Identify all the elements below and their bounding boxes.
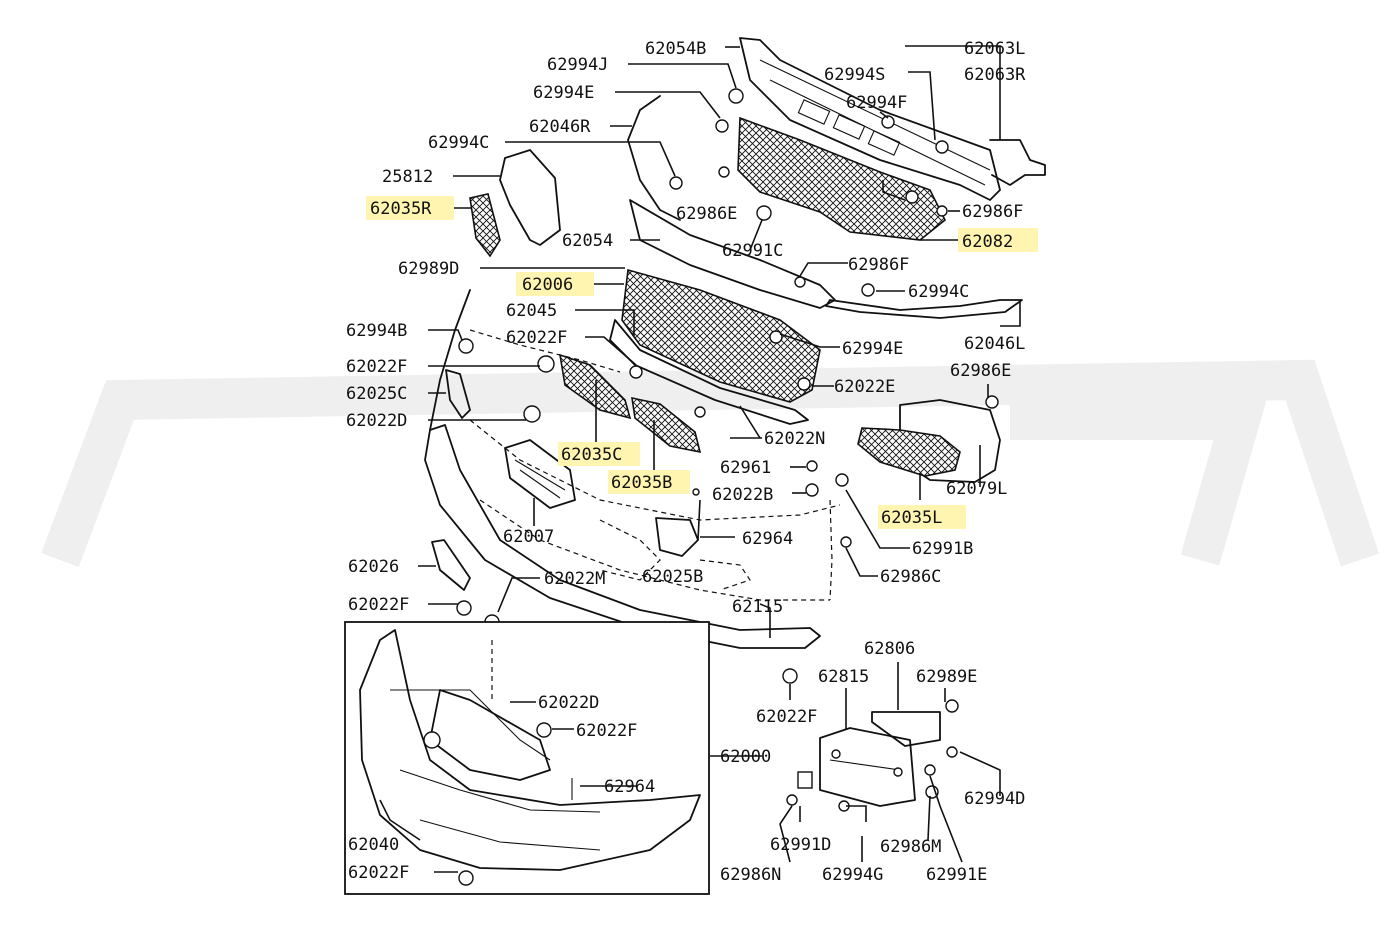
label-62994F: 62994F bbox=[846, 93, 907, 113]
label-62815: 62815 bbox=[818, 667, 869, 687]
label-62063L: 62063L bbox=[964, 39, 1025, 59]
label-62994E: 62994E bbox=[533, 83, 594, 103]
moulding-left bbox=[825, 299, 1023, 319]
label-62961: 62961 bbox=[720, 458, 771, 478]
label-62063R: 62063R bbox=[964, 65, 1026, 85]
mesh-62035L bbox=[857, 427, 961, 477]
label-62022E: 62022E bbox=[834, 377, 895, 397]
label-62026: 62026 bbox=[348, 557, 399, 577]
bumper-cover-outline bbox=[429, 289, 841, 601]
label-62986E: 62986E bbox=[676, 204, 737, 224]
label-62054B: 62054B bbox=[645, 39, 706, 59]
upper-grille-mesh bbox=[737, 116, 947, 241]
label-62964: 62964 bbox=[742, 529, 793, 549]
label-62994D: 62994D bbox=[964, 789, 1025, 809]
bracket-62025B bbox=[655, 517, 699, 557]
grille-support bbox=[629, 199, 836, 309]
label-62046L: 62046L bbox=[964, 334, 1025, 354]
reinforcement-beam bbox=[739, 37, 1046, 201]
lower-lip-62115 bbox=[424, 424, 821, 649]
label-62079L: 62079L bbox=[946, 479, 1007, 499]
label-62006: 62006 bbox=[522, 275, 573, 295]
label-62991D: 62991D bbox=[770, 835, 831, 855]
label-62991B: 62991B bbox=[912, 539, 973, 559]
label-62994S: 62994S bbox=[824, 65, 885, 85]
license-plate-bracket bbox=[786, 699, 959, 812]
watermark bbox=[41, 359, 1379, 568]
mesh-62035C bbox=[558, 353, 632, 420]
label-62994C: 62994C bbox=[428, 133, 489, 153]
label-62007: 62007 bbox=[503, 527, 554, 547]
label-62994E: 62994E bbox=[842, 339, 903, 359]
moulding-right bbox=[627, 95, 681, 221]
label-62989E: 62989E bbox=[916, 667, 977, 687]
label-62022F: 62022F bbox=[506, 328, 567, 348]
label-62986F: 62986F bbox=[848, 255, 909, 275]
label-62022F: 62022F bbox=[348, 595, 409, 615]
label-62022M: 62022M bbox=[544, 569, 605, 589]
label-62035B: 62035B bbox=[611, 473, 672, 493]
label-62994J: 62994J bbox=[547, 55, 608, 75]
leader-lines bbox=[379, 45, 1021, 873]
inset-box-62000 bbox=[344, 621, 710, 895]
label-62994C: 62994C bbox=[908, 282, 969, 302]
fasteners bbox=[456, 88, 999, 684]
label-62994B: 62994B bbox=[346, 321, 407, 341]
label-62986M: 62986M bbox=[880, 837, 941, 857]
label-62035L: 62035L bbox=[881, 508, 942, 528]
label-62022B: 62022B bbox=[712, 485, 773, 505]
label-25812: 25812 bbox=[382, 167, 433, 187]
label-62022F: 62022F bbox=[348, 863, 409, 883]
label-62035R: 62035R bbox=[370, 199, 432, 219]
label-62989D: 62989D bbox=[398, 259, 459, 279]
side-mesh-62035R bbox=[469, 193, 501, 258]
label-62991C: 62991C bbox=[722, 241, 783, 261]
bumper-assembly-62040 bbox=[359, 629, 701, 886]
label-62022F: 62022F bbox=[756, 707, 817, 727]
label-62986F: 62986F bbox=[962, 202, 1023, 222]
highlights bbox=[366, 196, 1038, 529]
label-62991E: 62991E bbox=[926, 865, 987, 885]
label-62994G: 62994G bbox=[822, 865, 883, 885]
part-labels: 62054B 62994J 62994E 62046R 62994C 25812… bbox=[346, 39, 1026, 885]
label-62040: 62040 bbox=[348, 835, 399, 855]
label-62025B: 62025B bbox=[642, 567, 703, 587]
label-62986N: 62986N bbox=[720, 865, 781, 885]
bracket-62026 bbox=[431, 539, 471, 591]
label-62986E: 62986E bbox=[950, 361, 1011, 381]
mesh-62035B bbox=[631, 396, 702, 454]
label-62022D: 62022D bbox=[346, 411, 407, 431]
label-62082: 62082 bbox=[962, 232, 1013, 252]
label-62964: 62964 bbox=[604, 777, 655, 797]
label-62022F: 62022F bbox=[576, 721, 637, 741]
bracket-62025C bbox=[445, 369, 471, 419]
label-62022F: 62022F bbox=[346, 357, 407, 377]
label-62022N: 62022N bbox=[764, 429, 825, 449]
label-62806: 62806 bbox=[864, 639, 915, 659]
label-62986C: 62986C bbox=[880, 567, 941, 587]
label-62035C: 62035C bbox=[561, 445, 622, 465]
main-grille-mesh bbox=[621, 268, 821, 403]
bracket-25812 bbox=[499, 149, 561, 246]
label-62115: 62115 bbox=[732, 597, 783, 617]
emblem-62007 bbox=[504, 439, 576, 509]
label-62025C: 62025C bbox=[346, 384, 407, 404]
label-62000: 62000 bbox=[720, 747, 771, 767]
label-62046R: 62046R bbox=[529, 117, 591, 137]
label-62045: 62045 bbox=[506, 301, 557, 321]
label-62022D: 62022D bbox=[538, 693, 599, 713]
label-62054: 62054 bbox=[562, 231, 613, 251]
